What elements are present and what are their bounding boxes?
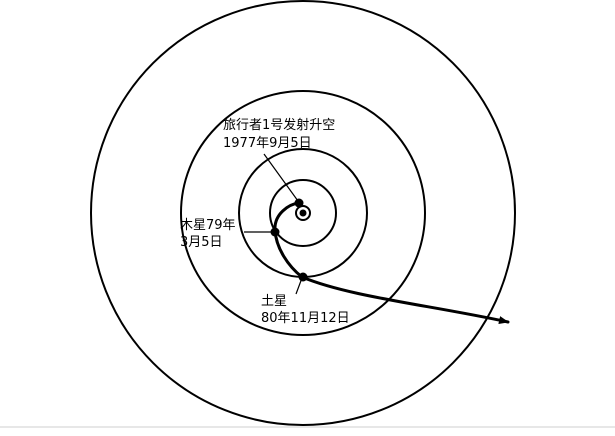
jupiter-label-line2: 3月5日 bbox=[180, 235, 223, 250]
jupiter-label-line1: 木星79年 bbox=[180, 218, 236, 233]
saturn-label-line1: 土星 bbox=[261, 294, 287, 309]
launch-label-line2: 1977年9月5日 bbox=[223, 136, 312, 151]
launch-label-line1: 旅行者1号发射升空 bbox=[223, 117, 335, 133]
saturn-label-line2: 80年11月12日 bbox=[261, 311, 350, 326]
launch-leader-line bbox=[263, 153, 299, 202]
orbit-outer bbox=[90, 0, 516, 426]
saturn-leader-line bbox=[295, 277, 303, 295]
launch-point-marker bbox=[294, 198, 304, 208]
orbit-earth bbox=[269, 179, 337, 247]
orbit-saturn bbox=[180, 90, 426, 336]
sun-dot-icon bbox=[299, 209, 307, 217]
sun-ring-icon bbox=[295, 205, 311, 221]
saturn-encounter-marker bbox=[298, 272, 308, 282]
voyager-trajectory bbox=[273, 201, 510, 324]
